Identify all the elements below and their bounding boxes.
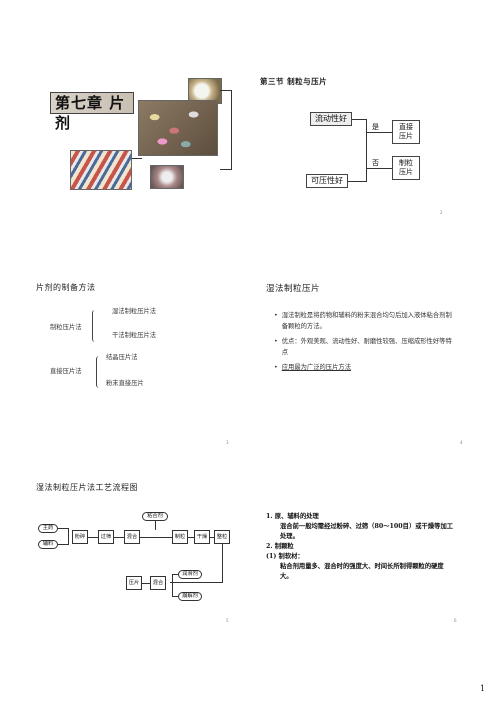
bullet-item: • 优点：外观美观、流动性好、耐磨性较强、压缩成形性好等特点 <box>274 336 452 358</box>
bullet-text: 应用最为广泛的压片方法 <box>281 364 351 371</box>
bullet-item: • 湿法制粒是将药物和辅料的粉末混合均匀后加入液体粘合剂制备颗粒的方法。 <box>274 310 452 332</box>
page-number: 4 <box>460 440 463 445</box>
size-node: 整粒 <box>214 530 230 544</box>
connector-line <box>366 168 392 169</box>
tablets-photo-main <box>138 100 218 156</box>
arrow <box>140 537 172 538</box>
slide-5: 湿法制粒压片法工艺流程图 主药 辅料 粉碎 过筛 混合 粘合剂 制粒 干燥 整粒… <box>32 482 232 632</box>
binder-node: 粘合剂 <box>142 512 168 521</box>
wet-granulation-item: 湿法制粒压片法 <box>112 308 157 315</box>
connector-line <box>222 544 223 582</box>
connector-line <box>58 544 68 545</box>
bullet-icon: • <box>274 364 278 371</box>
slide-2: 第三节 制粒与压片 流动性好 可压性好 是 否 直接 压片 制粒 压片 2 <box>256 70 456 220</box>
dry-node: 干燥 <box>194 530 210 544</box>
arrow <box>155 521 156 530</box>
slide-title: 第七章 片剂 <box>50 92 134 132</box>
connector-line <box>352 119 366 120</box>
mix2-node: 混合 <box>150 576 166 590</box>
connector-line <box>366 119 367 182</box>
connector-line <box>172 574 173 597</box>
crystal-compression-item: 结晶压片法 <box>106 354 138 361</box>
subsection-text: 粘合剂用量多、混合时的强度大、时间长所制得颗粒的硬度大。 <box>280 563 444 580</box>
slide-1: 第七章 片剂 <box>40 70 240 220</box>
powder-direct-item: 粉末直接压片 <box>106 380 144 387</box>
arrow <box>170 582 223 583</box>
slide-heading: 湿法制粒压片 <box>266 284 321 294</box>
connector-line <box>220 90 232 170</box>
connector-line <box>172 574 178 575</box>
section-1-text: 混合前一般均需经过粉碎、过筛（80～100目）或干燥等加工处理。 <box>280 523 454 540</box>
bullet-item: • 应用最为广泛的压片方法 <box>274 362 452 373</box>
granulate-node: 制粒 <box>172 530 188 544</box>
slide-3: 片剂的制备方法 制粒压片法 湿法制粒压片法 干法制粒压片法 直接压片法 结晶压片… <box>32 280 232 445</box>
page-number: 6 <box>454 618 457 623</box>
arrow <box>142 583 150 584</box>
disintegrant-node: 崩解剂 <box>178 592 202 601</box>
pills-photo-top <box>188 78 222 104</box>
granulation-compression-box: 制粒 压片 <box>392 156 420 180</box>
section-heading: 第三节 制粒与压片 <box>260 77 328 86</box>
section-1-heading: 1. 原、辅料的处理 <box>266 513 319 520</box>
slide-6: 1. 原、辅料的处理 混合前一般均需经过粉碎、过筛（80～100目）或干燥等加工… <box>262 508 462 658</box>
arrow <box>114 537 124 538</box>
subsection-heading: (1) 制软材： <box>266 553 304 560</box>
page-number: 3 <box>226 440 229 445</box>
bullet-text: 优点：外观美观、流动性好、耐磨性较强、压缩成形性好等特点 <box>281 338 452 356</box>
press-node: 压片 <box>126 576 142 590</box>
brace <box>92 310 98 342</box>
main-drug-node: 主药 <box>38 524 58 533</box>
bullet-text: 湿法制粒是将药物和辅料的粉末混合均匀后加入液体粘合剂制备颗粒的方法。 <box>281 312 452 330</box>
connector-line <box>58 528 68 529</box>
capsules-photo <box>70 150 132 190</box>
bullet-icon: • <box>274 338 278 345</box>
slide-heading: 湿法制粒压片法工艺流程图 <box>36 483 138 492</box>
connector-line <box>172 596 178 597</box>
connector-line <box>132 158 142 159</box>
no-label: 否 <box>372 159 379 167</box>
lubricant-node: 润滑剂 <box>178 570 202 579</box>
flowability-box: 流动性好 <box>310 112 352 126</box>
brace <box>96 356 102 388</box>
document-page-number: 1 <box>480 684 486 693</box>
page-number: 5 <box>226 618 229 623</box>
bullet-icon: • <box>274 312 278 319</box>
page-number: 2 <box>440 210 443 215</box>
direct-compression-label: 直接压片法 <box>50 368 82 375</box>
slide-heading: 片剂的制备方法 <box>36 283 96 292</box>
arrow <box>88 537 98 538</box>
arrow <box>210 537 214 538</box>
excipient-node: 辅料 <box>38 540 58 549</box>
crush-node: 粉碎 <box>72 530 88 544</box>
connector-line <box>366 132 392 133</box>
arrow <box>188 537 194 538</box>
direct-compression-box: 直接 压片 <box>392 120 420 144</box>
connector-line <box>348 181 366 182</box>
mix-node: 混合 <box>124 530 140 544</box>
connector-line <box>68 528 69 545</box>
slide-4: 湿法制粒压片 • 湿法制粒是将药物和辅料的粉末混合均匀后加入液体粘合剂制备颗粒的… <box>262 280 463 445</box>
compressibility-box: 可压性好 <box>306 174 348 188</box>
section-2-heading: 2. 制颗粒 <box>266 543 294 550</box>
pills-photo-small <box>150 165 184 189</box>
granulation-method-label: 制粒压片法 <box>50 324 82 331</box>
yes-label: 是 <box>372 123 379 131</box>
dry-granulation-item: 干法制粒压片法 <box>112 332 157 339</box>
sieve-node: 过筛 <box>98 530 114 544</box>
